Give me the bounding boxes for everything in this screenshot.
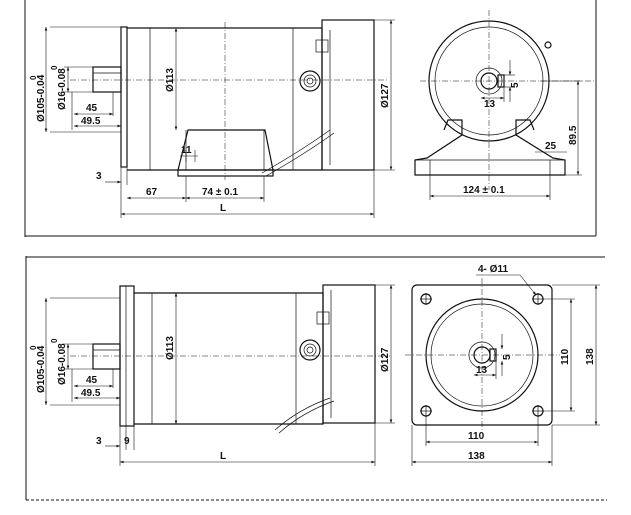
top-front-key-width: 13 [484,99,496,110]
bottom-dia-body: Ø113 [165,336,176,360]
bottom-front-view [405,274,600,466]
bottom-dia-shaft: Ø16-0.08 [57,343,68,385]
top-dia-body: Ø113 [165,68,176,92]
top-front-key-depth: 5 [510,82,521,88]
top-dia-flange-tol: 0 [29,75,38,80]
bottom-front-key-depth: 5 [502,354,513,360]
top-shaft-len-b: 49.5 [81,116,101,127]
bottom-dia-flange: Ø105-0.04 [36,345,47,393]
bottom-shaft-len-a: 45 [86,375,98,386]
bottom-dia-endcap: Ø127 [380,347,391,372]
top-dia-shaft: Ø16-0.08 [57,68,68,110]
bottom-flange-thk-b: 9 [124,436,130,447]
bottom-front-hole-span-v: 110 [560,348,571,365]
top-foot-span: 74 ± 0.1 [202,187,239,198]
bottom-length: L [220,451,226,462]
panel-borders [24,0,607,501]
bottom-side-view [44,284,395,466]
top-side-view [44,19,395,218]
top-front-view [414,10,595,200]
top-shaft-len-a: 45 [86,103,98,114]
top-dia-shaft-tol: 0 [50,65,59,70]
top-length: L [220,203,226,214]
bottom-dia-shaft-tol: 0 [50,338,59,343]
bottom-front-holes: 4- Ø11 [478,264,508,275]
top-dia-flange: Ø105-0.04 [36,74,47,122]
bottom-dia-flange-tol: 0 [29,345,38,350]
top-front-foot-span: 124 ± 0.1 [463,185,505,196]
top-front-foot-thk: 25 [545,141,557,152]
bottom-front-plate-v: 138 [585,348,596,365]
bottom-flange-thk-a: 3 [96,436,102,447]
bottom-front-plate-h: 138 [468,451,485,462]
top-front-center-height: 89.5 [568,125,579,145]
bottom-front-hole-span-h: 110 [468,431,485,442]
top-dia-endcap: Ø127 [380,83,391,108]
top-foot-offset: 67 [146,187,158,198]
top-foot-hole: 11 [181,145,192,156]
bottom-front-key-width: 13 [476,365,488,376]
bottom-shaft-len-b: 49.5 [81,388,101,399]
top-flange-thk: 3 [96,171,102,182]
